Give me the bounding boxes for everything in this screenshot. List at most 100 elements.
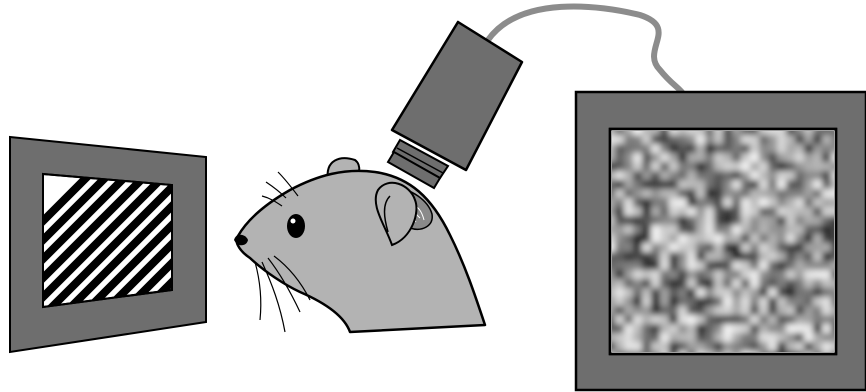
noise-cell: [660, 261, 670, 271]
noise-cell: [633, 252, 643, 262]
noise-cell: [750, 315, 760, 325]
ferret-body: [237, 171, 486, 332]
noise-cell: [777, 324, 787, 334]
noise-cell: [714, 189, 724, 199]
noise-cell: [759, 189, 769, 199]
noise-cell: [732, 225, 742, 235]
noise-cell: [795, 153, 805, 163]
noise-cell: [687, 198, 697, 208]
noise-cell: [795, 234, 805, 244]
noise-cell: [660, 234, 670, 244]
noise-cell: [795, 306, 805, 316]
noise-cell: [741, 333, 751, 343]
noise-cell: [813, 153, 823, 163]
noise-cell: [741, 288, 751, 298]
noise-cell: [732, 297, 742, 307]
noise-cell: [642, 297, 652, 307]
noise-cell: [786, 198, 796, 208]
noise-cell: [687, 243, 697, 253]
noise-cell: [768, 216, 778, 226]
noise-cell: [633, 198, 643, 208]
noise-cell: [687, 216, 697, 226]
noise-cell: [696, 207, 706, 217]
noise-cell: [660, 324, 670, 334]
noise-cell: [705, 297, 715, 307]
noise-cell: [696, 144, 706, 154]
noise-cell: [741, 225, 751, 235]
noise-cell: [696, 171, 706, 181]
noise-cell: [804, 342, 814, 352]
noise-cell: [678, 306, 688, 316]
noise-cell: [750, 171, 760, 181]
noise-cell: [660, 225, 670, 235]
noise-cell: [696, 162, 706, 172]
noise-cell: [768, 198, 778, 208]
noise-cell: [651, 342, 661, 352]
noise-cell: [669, 171, 679, 181]
noise-cell: [723, 252, 733, 262]
noise-cell: [714, 306, 724, 316]
noise-cell: [714, 207, 724, 217]
noise-cell: [741, 162, 751, 172]
noise-cell: [822, 342, 832, 352]
noise-cell: [795, 261, 805, 271]
noise-cell: [687, 153, 697, 163]
noise-cell: [633, 171, 643, 181]
noise-cell: [768, 279, 778, 289]
noise-cell: [741, 207, 751, 217]
noise-cell: [660, 252, 670, 262]
noise-cell: [660, 315, 670, 325]
noise-cell: [795, 189, 805, 199]
noise-cell: [768, 135, 778, 145]
noise-cell: [759, 207, 769, 217]
noise-cell: [795, 162, 805, 172]
noise-cell: [750, 297, 760, 307]
noise-cell: [795, 216, 805, 226]
noise-cell: [687, 288, 697, 298]
noise-cell: [669, 342, 679, 352]
noise-cell: [633, 216, 643, 226]
noise-cell: [723, 225, 733, 235]
noise-cell: [822, 252, 832, 262]
noise-cell: [741, 315, 751, 325]
noise-cell: [615, 324, 625, 334]
noise-cell: [624, 288, 634, 298]
noise-cell: [723, 297, 733, 307]
noise-cell: [777, 288, 787, 298]
noise-cell: [822, 297, 832, 307]
noise-cell: [777, 234, 787, 244]
noise-cell: [732, 315, 742, 325]
noise-cell: [804, 216, 814, 226]
noise-cell: [768, 234, 778, 244]
noise-cell: [651, 324, 661, 334]
noise-cell: [696, 306, 706, 316]
noise-cell: [759, 288, 769, 298]
noise-cell: [750, 225, 760, 235]
noise-cell: [804, 189, 814, 199]
noise-cell: [768, 324, 778, 334]
noise-cell: [804, 288, 814, 298]
noise-cell: [804, 225, 814, 235]
noise-cell: [786, 324, 796, 334]
noise-cell: [777, 198, 787, 208]
noise-cell: [642, 171, 652, 181]
noise-cell: [642, 324, 652, 334]
noise-cell: [678, 342, 688, 352]
noise-cell: [624, 144, 634, 154]
noise-cell: [804, 207, 814, 217]
noise-cell: [723, 171, 733, 181]
noise-cell: [669, 189, 679, 199]
imaging-camera-icon: [388, 22, 522, 188]
noise-cell: [669, 324, 679, 334]
noise-cell: [714, 198, 724, 208]
noise-cell: [732, 135, 742, 145]
noise-cell: [813, 216, 823, 226]
noise-cell: [669, 297, 679, 307]
noise-cell: [813, 315, 823, 325]
noise-cell: [750, 288, 760, 298]
noise-cell: [813, 288, 823, 298]
noise-cell: [660, 333, 670, 343]
noise-cell: [804, 171, 814, 181]
noise-cell: [714, 297, 724, 307]
